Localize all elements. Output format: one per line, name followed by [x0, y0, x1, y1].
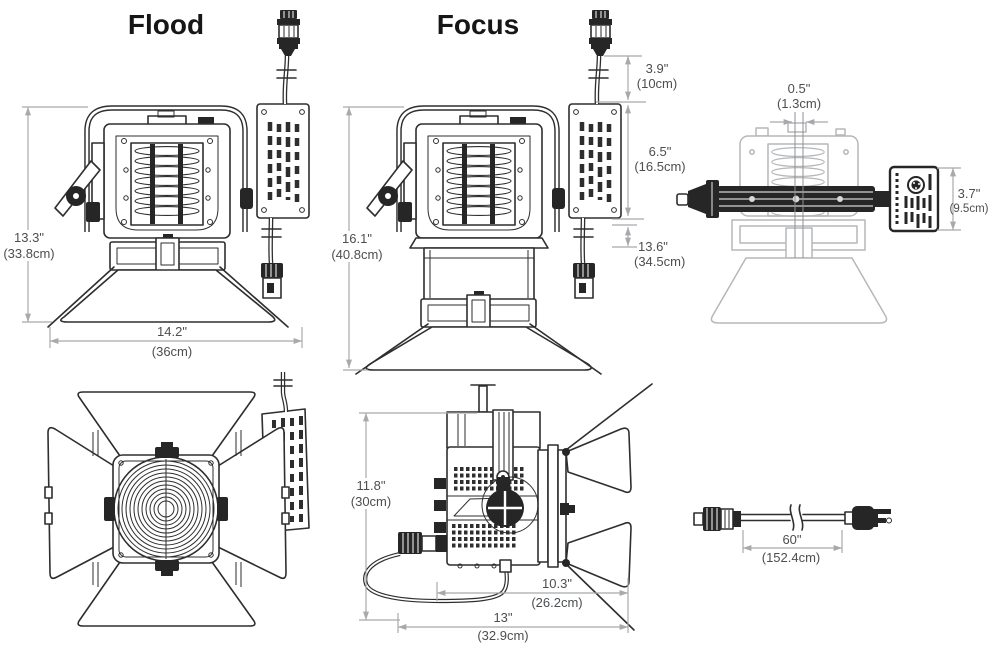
- open-leaf-bottom: [565, 521, 632, 588]
- barndoor-leaf-right: [217, 426, 287, 580]
- barrel-shoulder: [409, 237, 549, 249]
- barndoor-leaf-left: [47, 426, 115, 580]
- flood-title: Flood: [128, 9, 204, 40]
- psu-box-top: [888, 165, 940, 233]
- dim-yoke-offset: 0.5" (1.3cm): [770, 81, 828, 258]
- dim-focus-height: 16.1" (40.8cm): [329, 106, 404, 371]
- dim-label-flood-width-in: 14.2": [157, 324, 187, 339]
- dim-label-connector-gap-in: 3.9": [646, 61, 669, 76]
- spigot-knob: [688, 184, 706, 214]
- dim-label-focus-height-cm: (40.8cm): [331, 247, 382, 262]
- barndoor-leaf-bottom: [77, 561, 256, 627]
- dim-label-flood-width-cm: (36cm): [152, 344, 192, 359]
- xlr-plug-side: [398, 532, 447, 554]
- leaf-clamp-left: [104, 497, 115, 521]
- dim-label-body-height-cm: (30cm): [351, 494, 391, 509]
- leaf-tab: [44, 512, 53, 525]
- dim-label-psu-depth-in: 3.7": [958, 186, 981, 201]
- twistlock-plug: [693, 507, 741, 531]
- dim-body-height: 11.8" (30cm): [346, 412, 477, 621]
- dim-label-psu-height-cm: (16.5cm): [634, 159, 685, 174]
- dim-psu-height: 6.5" (16.5cm): [612, 105, 686, 220]
- leaf-tab: [281, 486, 290, 499]
- dim-label-body-depth-cm: (26.2cm): [531, 595, 582, 610]
- dim-label-yoke-offset-cm: (1.3cm): [777, 96, 821, 111]
- dim-psu-depth: 3.7" (9.5cm): [937, 167, 989, 231]
- dim-flood-width: 14.2" (36cm): [49, 324, 303, 359]
- dim-label-psu-depth-cm: (9.5cm): [950, 203, 989, 215]
- side-view: 11.8" (30cm) 10.3" (26.2cm) 13" (32.9cm): [346, 383, 653, 643]
- dim-label-psu-to-plug-in: 13.6": [638, 239, 668, 254]
- power-cable-view: 60" (152.4cm): [693, 504, 892, 565]
- open-leaf-top: [565, 427, 632, 494]
- dim-label-psu-height-in: 6.5": [649, 144, 672, 159]
- reflector-flare: [60, 269, 276, 323]
- leaf-tab: [44, 486, 53, 499]
- flood-view: Flood 13.3" (33.8cm) 14.2" (36cm): [2, 9, 309, 359]
- dim-flood-height: 13.3" (33.8cm): [2, 106, 88, 323]
- dim-label-total-depth-cm: (32.9cm): [477, 628, 528, 643]
- dim-psu-to-plug: 13.6" (34.5cm): [612, 224, 685, 269]
- focus-view: Focus 16.1" (40.8cm) 3.9" (10cm): [329, 9, 686, 375]
- focus-title: Focus: [437, 9, 519, 40]
- yoke-crossbar: [676, 180, 890, 218]
- top-view: 0.5" (1.3cm) 3.7" (9.5cm): [676, 81, 989, 324]
- reflector-flare: [365, 326, 592, 371]
- yoke-arm: [492, 409, 514, 481]
- dim-cable-length: 60" (152.4cm): [742, 530, 843, 565]
- dim-label-body-depth-in: 10.3": [542, 576, 572, 591]
- dim-label-flood-height-in: 13.3": [14, 230, 44, 245]
- ac-plug: [844, 506, 892, 530]
- barndoor-leaf-top: [77, 391, 256, 457]
- dim-label-psu-to-plug-cm: (34.5cm): [634, 254, 685, 269]
- dim-label-connector-gap-cm: (10cm): [637, 76, 677, 91]
- leaf-clamp-top: [155, 447, 179, 458]
- dim-label-flood-height-cm: (33.8cm): [3, 246, 54, 261]
- front-view: [44, 372, 310, 627]
- leaf-clamp-bottom: [155, 560, 179, 571]
- dim-label-body-height-in: 11.8": [357, 478, 386, 493]
- cable-break-mark: [789, 504, 795, 531]
- ghost-flare: [710, 257, 888, 324]
- dim-label-total-depth-in: 13": [493, 610, 512, 625]
- dim-connector-gap: 3.9" (10cm): [596, 55, 677, 103]
- dim-label-cable-length-cm: (152.4cm): [762, 550, 821, 565]
- dim-label-yoke-offset-in: 0.5": [788, 81, 811, 96]
- dim-label-cable-length-in: 60": [782, 532, 801, 547]
- leaf-tab: [281, 512, 290, 525]
- dim-body-depth: 10.3" (26.2cm): [436, 576, 629, 633]
- leaf-clamp-right: [217, 497, 228, 521]
- dim-label-focus-height-in: 16.1": [342, 231, 372, 246]
- dim-total-depth: 13" (32.9cm): [397, 610, 628, 643]
